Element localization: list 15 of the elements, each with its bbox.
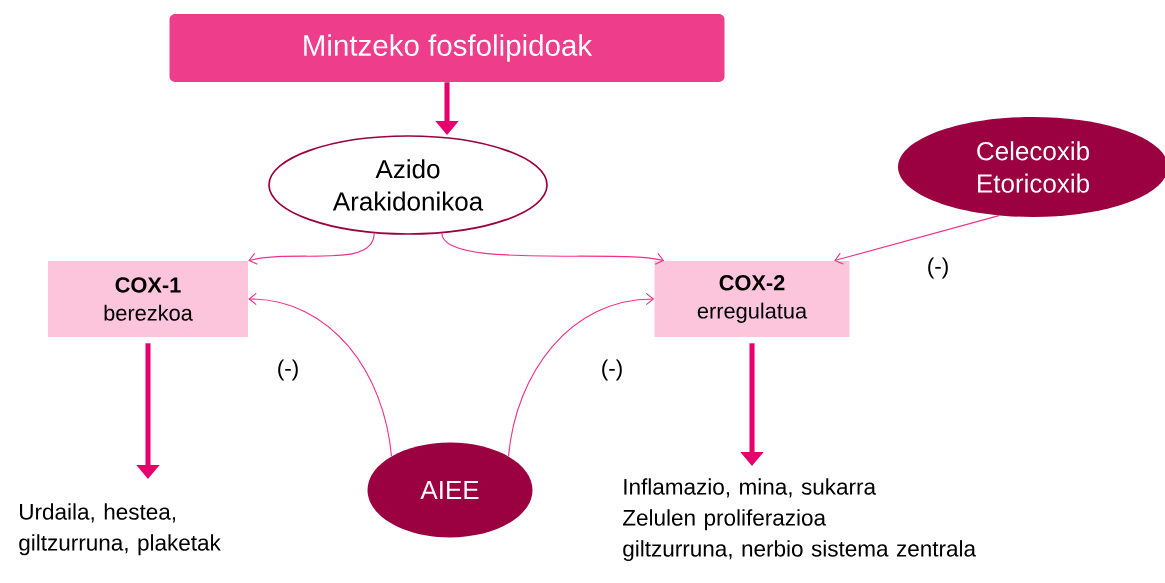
enzyme-box: COX-2 erregulatua xyxy=(654,261,850,337)
edge-label: (-) xyxy=(925,256,951,280)
edge-label: (-) xyxy=(599,358,625,382)
oval-node: Azido Arakidonikoa xyxy=(268,135,548,235)
effects-text: Urdaila, hestea, giltzurruna, plaketak xyxy=(19,503,221,556)
title-box: Mintzeko fosfolipidoak xyxy=(169,14,725,82)
drug-oval: AIEE xyxy=(367,442,533,538)
arrow xyxy=(248,292,393,457)
enzyme-box: COX-1 berezkoa xyxy=(48,261,248,337)
arrow xyxy=(248,232,375,265)
edge-label: (-) xyxy=(275,358,301,382)
effects-text: Inflamazio, mina, sukarra Zelulen proliferazioa giltzurruna, nerbio sistema zentrala xyxy=(623,478,976,562)
arrow xyxy=(441,232,665,265)
arrow xyxy=(834,215,1000,265)
arrow xyxy=(508,292,655,457)
